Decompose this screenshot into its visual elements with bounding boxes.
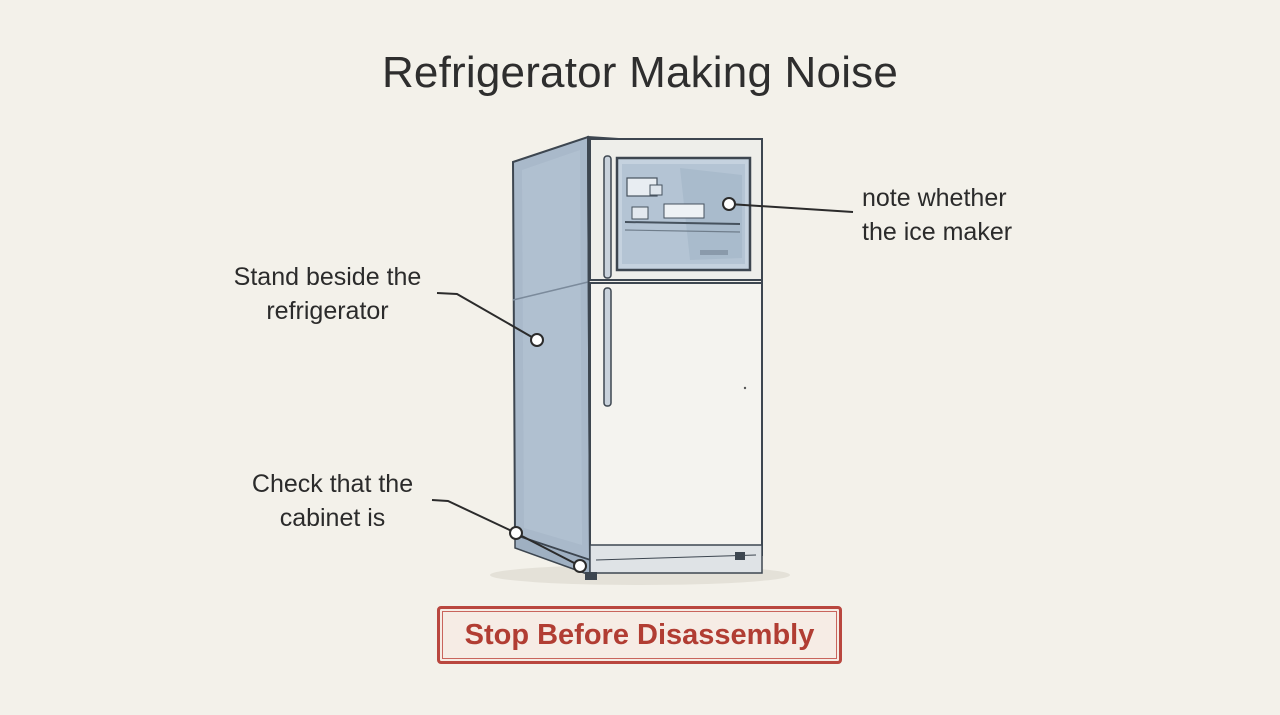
callout-stand-line1: Stand beside the bbox=[233, 263, 422, 291]
callout-dot-cabinet-1 bbox=[509, 526, 523, 540]
fridge-door bbox=[589, 282, 763, 556]
callout-dot-stand bbox=[530, 333, 544, 347]
callout-label-cabinet: Check that the cabinet is bbox=[240, 467, 425, 535]
fridge-handle bbox=[603, 287, 612, 407]
callout-cabinet bbox=[431, 499, 581, 567]
stop-before-disassembly-button[interactable]: Stop Before Disassembly bbox=[437, 606, 842, 664]
ice-maker-compartment bbox=[615, 156, 752, 272]
page-title: Refrigerator Making Noise bbox=[381, 48, 899, 97]
callout-ice-line2: the ice maker bbox=[862, 218, 1013, 246]
callout-ice-line1: note whether bbox=[862, 184, 1007, 212]
callout-stand-line2: refrigerator bbox=[266, 297, 389, 325]
callout-cabinet-line2: cabinet is bbox=[279, 504, 386, 532]
freezer-handle bbox=[603, 155, 612, 279]
callout-ice-maker bbox=[728, 203, 854, 213]
fridge-front bbox=[514, 135, 763, 580]
callout-cabinet-line1: Check that the bbox=[251, 470, 414, 498]
fridge-side-panel bbox=[511, 135, 592, 562]
callout-label-stand: Stand beside the refrigerator bbox=[220, 260, 435, 328]
callout-dot-ice-maker bbox=[722, 197, 736, 211]
callout-dot-cabinet-2 bbox=[573, 559, 587, 573]
callout-label-ice-maker: note whether the ice maker bbox=[862, 181, 1012, 249]
callout-stand bbox=[436, 292, 538, 341]
